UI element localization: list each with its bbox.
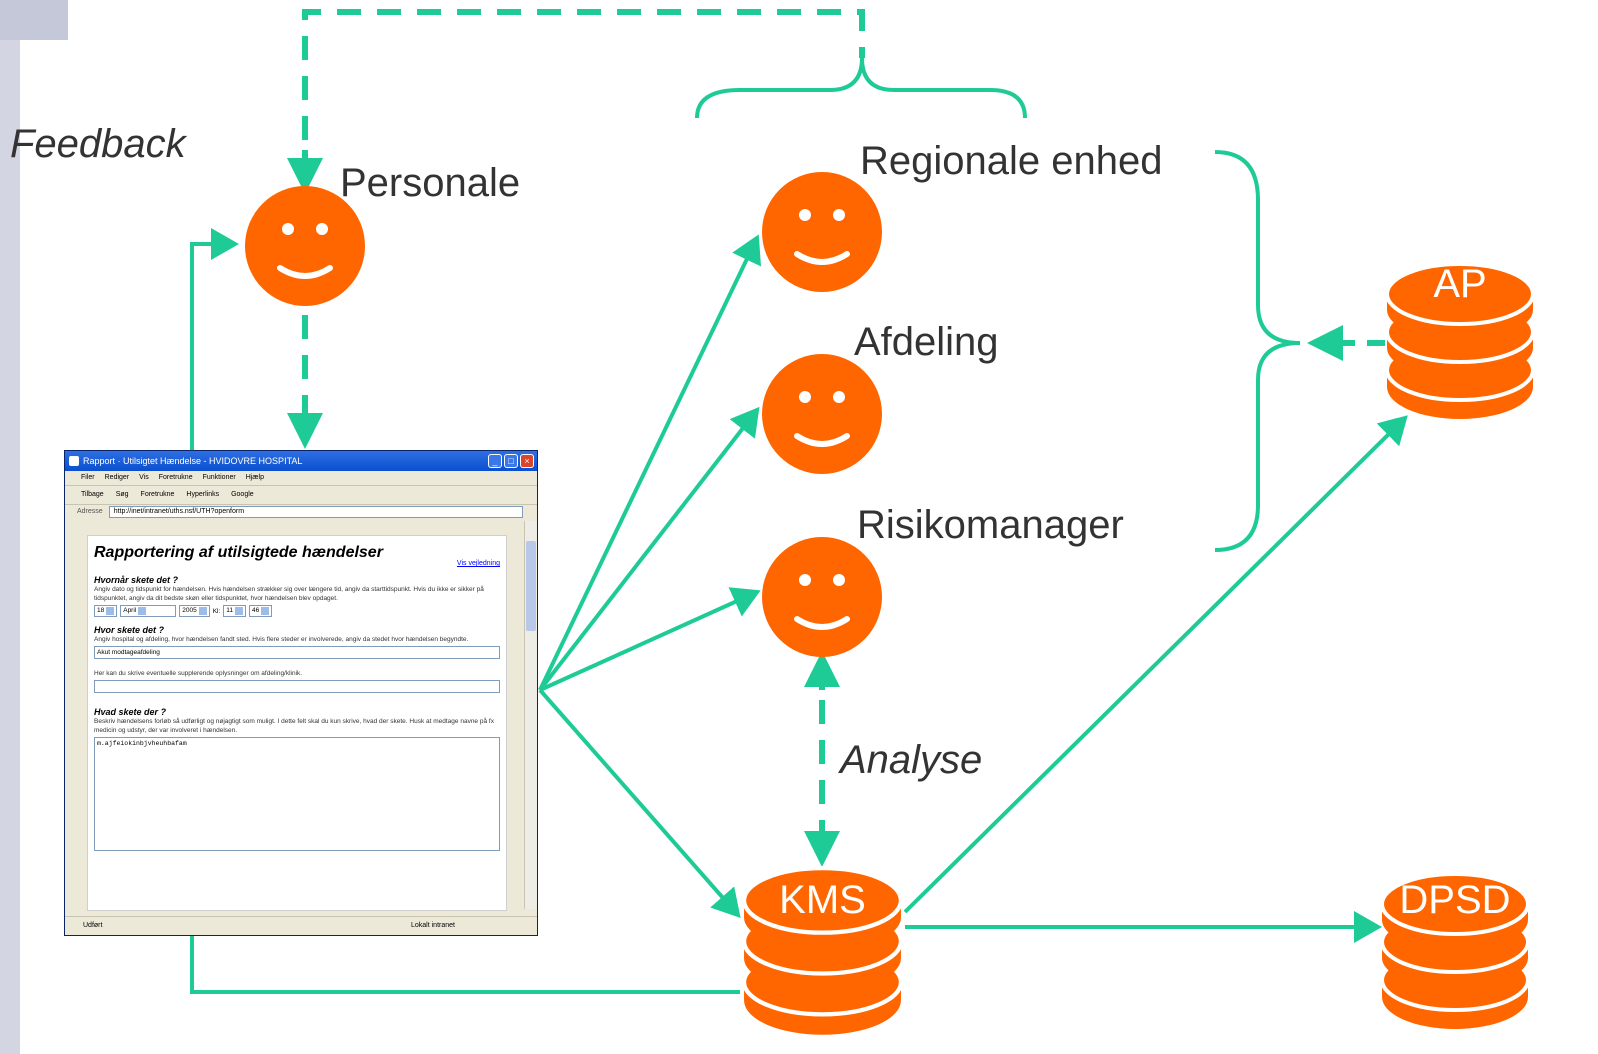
chevron-down-icon <box>198 607 207 615</box>
kms-out-arrows <box>903 415 1408 943</box>
toolbar-search: Søg <box>115 491 129 498</box>
chevron-down-icon <box>261 607 270 615</box>
vertical-scrollbar <box>524 521 537 909</box>
close-icon: × <box>520 454 534 468</box>
toolbar-back: Tilbage <box>81 491 104 498</box>
chevron-down-icon <box>235 607 244 615</box>
toolbar-favorites: Foretrukne <box>140 491 175 498</box>
status-bar: Udført Lokalt intranet <box>65 916 537 935</box>
form-out-arrows <box>538 234 762 919</box>
month-select: April <box>120 605 177 617</box>
feedback-label: Feedback <box>10 122 186 166</box>
personale-label: Personale <box>340 161 521 205</box>
dpsd-db-label: DPSD <box>1399 878 1511 922</box>
guide-link: Vis vejledning <box>456 560 500 567</box>
address-bar: Adresse http://inet/intranet/uths.nsf/UT… <box>65 505 537 519</box>
risikomanager-label: Risikomanager <box>857 503 1124 547</box>
browser-content: Rapportering af utilsigtede hændelser Vi… <box>71 521 521 911</box>
year-select: 2005 <box>179 605 210 617</box>
department-extra-field <box>94 680 500 693</box>
address-label: Adresse <box>77 508 103 515</box>
afdeling-label: Afdeling <box>854 320 999 364</box>
toolbar-google: Google <box>231 491 254 498</box>
status-right: Lokalt intranet <box>411 922 455 929</box>
right-brace <box>1214 150 1301 552</box>
ap-db-label: AP <box>1433 262 1487 306</box>
regionale-enhed-label: Regionale enhed <box>860 139 1163 183</box>
window-titlebar: Rapport · Utilsigtet Hændelse - HVIDOVRE… <box>65 451 537 471</box>
form-page: Rapportering af utilsigtede hændelser Vi… <box>87 535 507 911</box>
kms-db-label: KMS <box>779 878 866 922</box>
date-row: 18 April 2005 Kl: 11 46 <box>94 605 500 617</box>
address-field: http://inet/intranet/uths.nsf/UTH?openfo… <box>108 506 523 518</box>
menu-item-rediger: Rediger <box>104 474 130 481</box>
risikomanager-face-icon <box>762 537 882 657</box>
maximize-icon: □ <box>504 454 518 468</box>
q2-text: Angiv hospital og afdeling, hvor hændels… <box>94 636 469 643</box>
window-menubar: Filer Rediger Vis Foretrukne Funktioner … <box>65 471 537 486</box>
status-left: Udført <box>83 922 103 929</box>
regionale-face-icon <box>762 172 882 292</box>
q2-extra-label: Her kan du skrive eventuelle supplerende… <box>94 670 303 677</box>
q3-heading: Hvad skete der ? <box>94 707 167 717</box>
ie-app-icon <box>69 456 79 466</box>
toolbar-hyperlinks: Hyperlinks <box>186 491 220 498</box>
afdeling-face-icon <box>762 354 882 474</box>
time-label: Kl: <box>212 607 221 615</box>
q1-heading: Hvornår skete det ? <box>94 575 179 585</box>
form-title: Rapportering af utilsigtede hændelser <box>94 544 383 561</box>
minimize-icon: _ <box>488 454 502 468</box>
menu-item-foretrukne: Foretrukne <box>158 474 193 481</box>
menu-item-vis: Vis <box>139 474 149 481</box>
window-title: Rapport · Utilsigtet Hændelse - HVIDOVRE… <box>83 456 303 466</box>
q1-text: Angiv dato og tidspunkt for hændelsen. H… <box>94 586 484 602</box>
scrollbar-thumb <box>526 541 536 631</box>
day-select: 18 <box>94 605 118 617</box>
q2-heading: Hvor skete det ? <box>94 625 165 635</box>
menu-item-hjaelp: Hjælp <box>245 474 264 481</box>
department-field: Akut modtageafdeling <box>94 646 500 659</box>
chevron-down-icon <box>138 607 147 615</box>
chevron-down-icon <box>106 607 115 615</box>
q3-text: Beskriv hændelsens forløb så udførligt o… <box>94 718 494 734</box>
analyse-label: Analyse <box>840 738 983 782</box>
left-decor-square <box>0 0 68 40</box>
feedback-dashed-loop <box>302 9 865 180</box>
hour-select: 11 <box>223 605 247 617</box>
left-decor-bar <box>0 0 20 1054</box>
window-toolbar: Tilbage Søg Foretrukne Hyperlinks Google <box>65 486 537 505</box>
minute-select: 46 <box>249 605 273 617</box>
menu-item-filer: Filer <box>81 474 95 481</box>
report-form-screenshot: Rapport · Utilsigtet Hændelse - HVIDOVRE… <box>64 450 538 936</box>
menu-item-funktioner: Funktioner <box>202 474 236 481</box>
top-brace <box>695 57 1027 119</box>
description-textarea: m.ajfeiokinbjvheuhbafam <box>94 737 500 851</box>
